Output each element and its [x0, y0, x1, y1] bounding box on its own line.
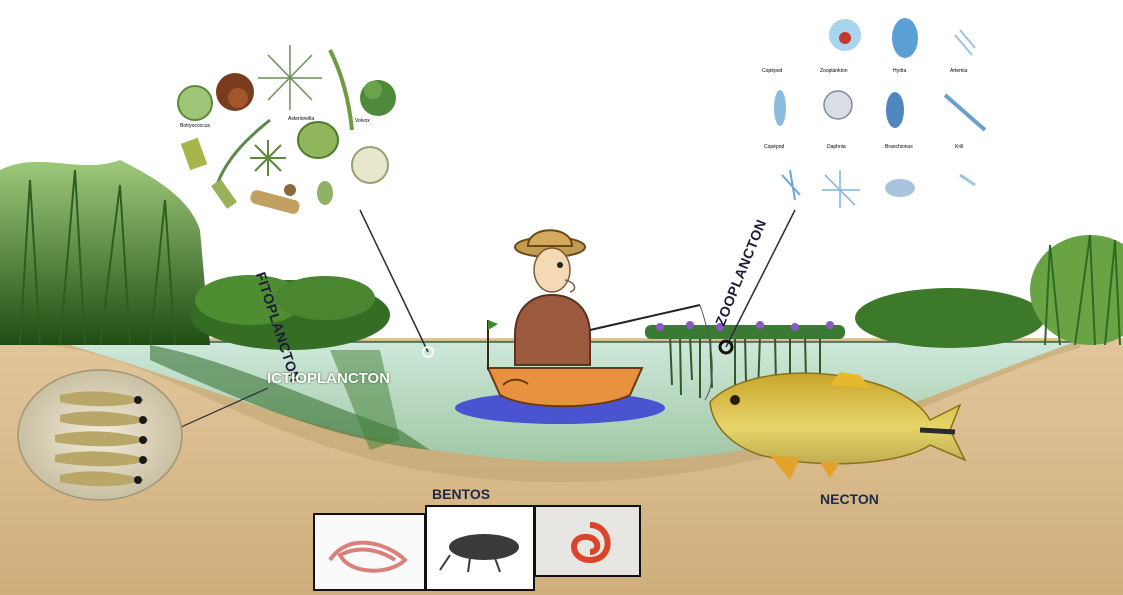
- svg-text:Hydra: Hydra: [893, 68, 907, 74]
- svg-text:Copépod: Copépod: [762, 68, 783, 74]
- svg-text:Artemia: Artemia: [950, 68, 967, 74]
- label-bentos: BENTOS: [432, 486, 490, 502]
- floating-plants: [645, 321, 845, 339]
- benthos-beetle-box: [426, 506, 534, 590]
- right-vegetation: [855, 235, 1123, 348]
- label-necton: NECTON: [820, 491, 879, 507]
- phytoplankton-cluster-icon: Botryococcus Asterionella Volvox: [178, 45, 396, 215]
- svg-text:Copépod: Copépod: [764, 144, 785, 150]
- benthos-millipede-box: [535, 506, 640, 576]
- svg-text:Zooplankton: Zooplankton: [820, 68, 848, 74]
- svg-text:Asterionella: Asterionella: [288, 116, 314, 122]
- svg-text:Botryococcus: Botryococcus: [180, 123, 211, 129]
- benthos-worm-box: [314, 514, 425, 590]
- beetle-icon: [449, 534, 519, 560]
- label-ictioplancton: ICTIOPLANCTON: [267, 370, 390, 387]
- svg-text:Volvox: Volvox: [355, 118, 370, 124]
- zooplankton-cluster-icon: Copépod Zooplankton Hydra Artemia Copépo…: [762, 18, 985, 208]
- left-grass: [0, 160, 210, 345]
- fish-larvae-icon: [18, 370, 182, 500]
- svg-text:Branchionus: Branchionus: [885, 144, 913, 150]
- svg-text:Daphnia: Daphnia: [827, 144, 846, 150]
- svg-text:Krill: Krill: [955, 144, 963, 150]
